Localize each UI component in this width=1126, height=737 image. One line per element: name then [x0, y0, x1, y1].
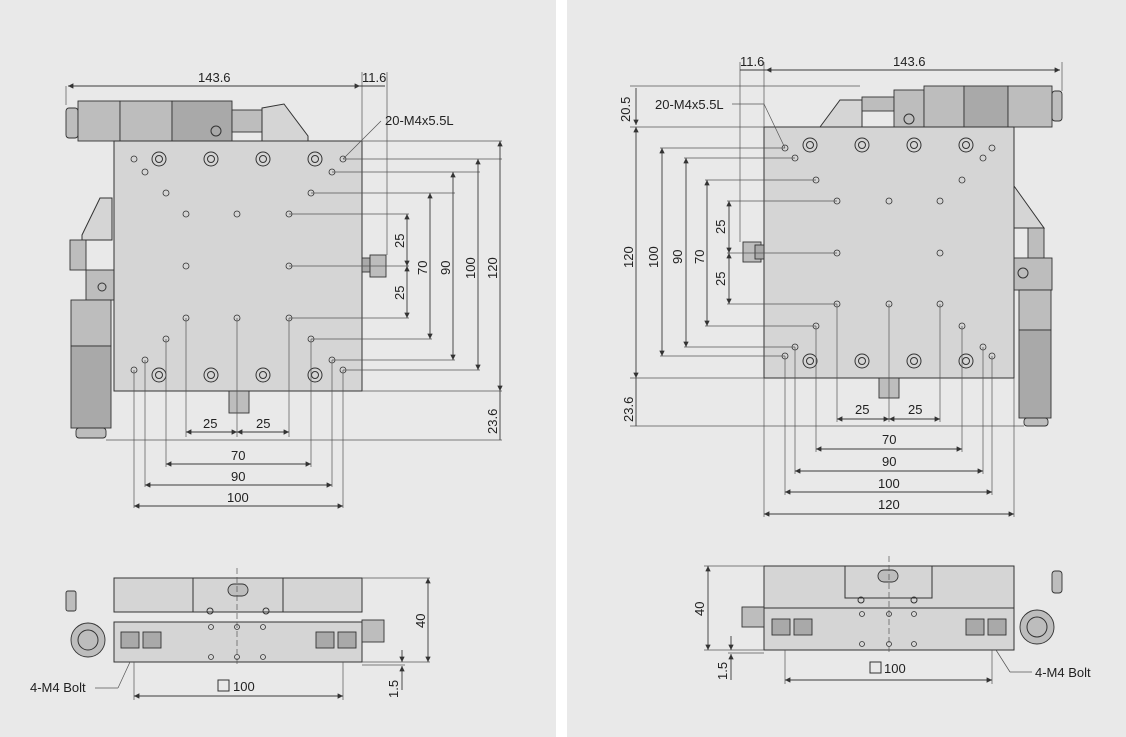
dim-v-100-right: 100	[646, 246, 661, 268]
dim-v-25-bottom-right: 25	[713, 272, 728, 286]
dim-v-25-bottom: 25	[392, 286, 407, 300]
dim-base: 1.5	[386, 680, 401, 698]
dim-v-120: 120	[485, 257, 500, 279]
left-top-view	[65, 72, 503, 509]
dim-h-70: 70	[231, 448, 245, 463]
right-top-view	[630, 62, 1063, 517]
dim-height-right: 40	[692, 602, 707, 616]
dim-v-100: 100	[463, 257, 478, 279]
dim-h-100-right: 100	[878, 476, 900, 491]
dim-v-offset: 23.6	[485, 409, 500, 434]
dim-h-25-left-right: 25	[855, 402, 869, 417]
dim-v-25-top-right: 25	[713, 220, 728, 234]
dim-h-25-right: 25	[256, 416, 270, 431]
dim-width-overall: 143.6	[198, 70, 231, 85]
dim-offset: 11.6	[362, 70, 386, 85]
bolt-callout-right: 4-M4 Bolt	[1035, 665, 1091, 680]
dim-v-70-right: 70	[692, 250, 707, 264]
left-side-view	[65, 568, 431, 700]
dim-top-offset: 20.5	[618, 97, 633, 122]
dim-h-120-right: 120	[878, 497, 900, 512]
dim-height: 40	[413, 614, 428, 628]
dim-v-90: 90	[438, 261, 453, 275]
dim-h-25-left: 25	[203, 416, 217, 431]
dim-v-120-right: 120	[621, 246, 636, 268]
dim-base-right: 1.5	[715, 662, 730, 680]
dim-offset-right: 11.6	[740, 54, 764, 69]
dim-h-90-right: 90	[882, 454, 896, 469]
holes-callout-right: 20-M4x5.5L	[655, 97, 724, 112]
dim-h-90: 90	[231, 469, 245, 484]
bolt-callout: 4-M4 Bolt	[30, 680, 86, 695]
dim-v-25-top: 25	[392, 234, 407, 248]
right-side-view	[704, 556, 1063, 684]
dim-h-25-right-right: 25	[908, 402, 922, 417]
dim-width-overall-right: 143.6	[893, 54, 926, 69]
dim-h-100: 100	[227, 490, 249, 505]
dim-square: 100	[233, 679, 255, 694]
dim-square-right: 100	[884, 661, 906, 676]
dim-v-offset-right: 23.6	[621, 397, 636, 422]
holes-callout: 20-M4x5.5L	[385, 113, 454, 128]
dim-v-90-right: 90	[670, 250, 685, 264]
dim-h-70-right: 70	[882, 432, 896, 447]
dim-v-70: 70	[415, 261, 430, 275]
